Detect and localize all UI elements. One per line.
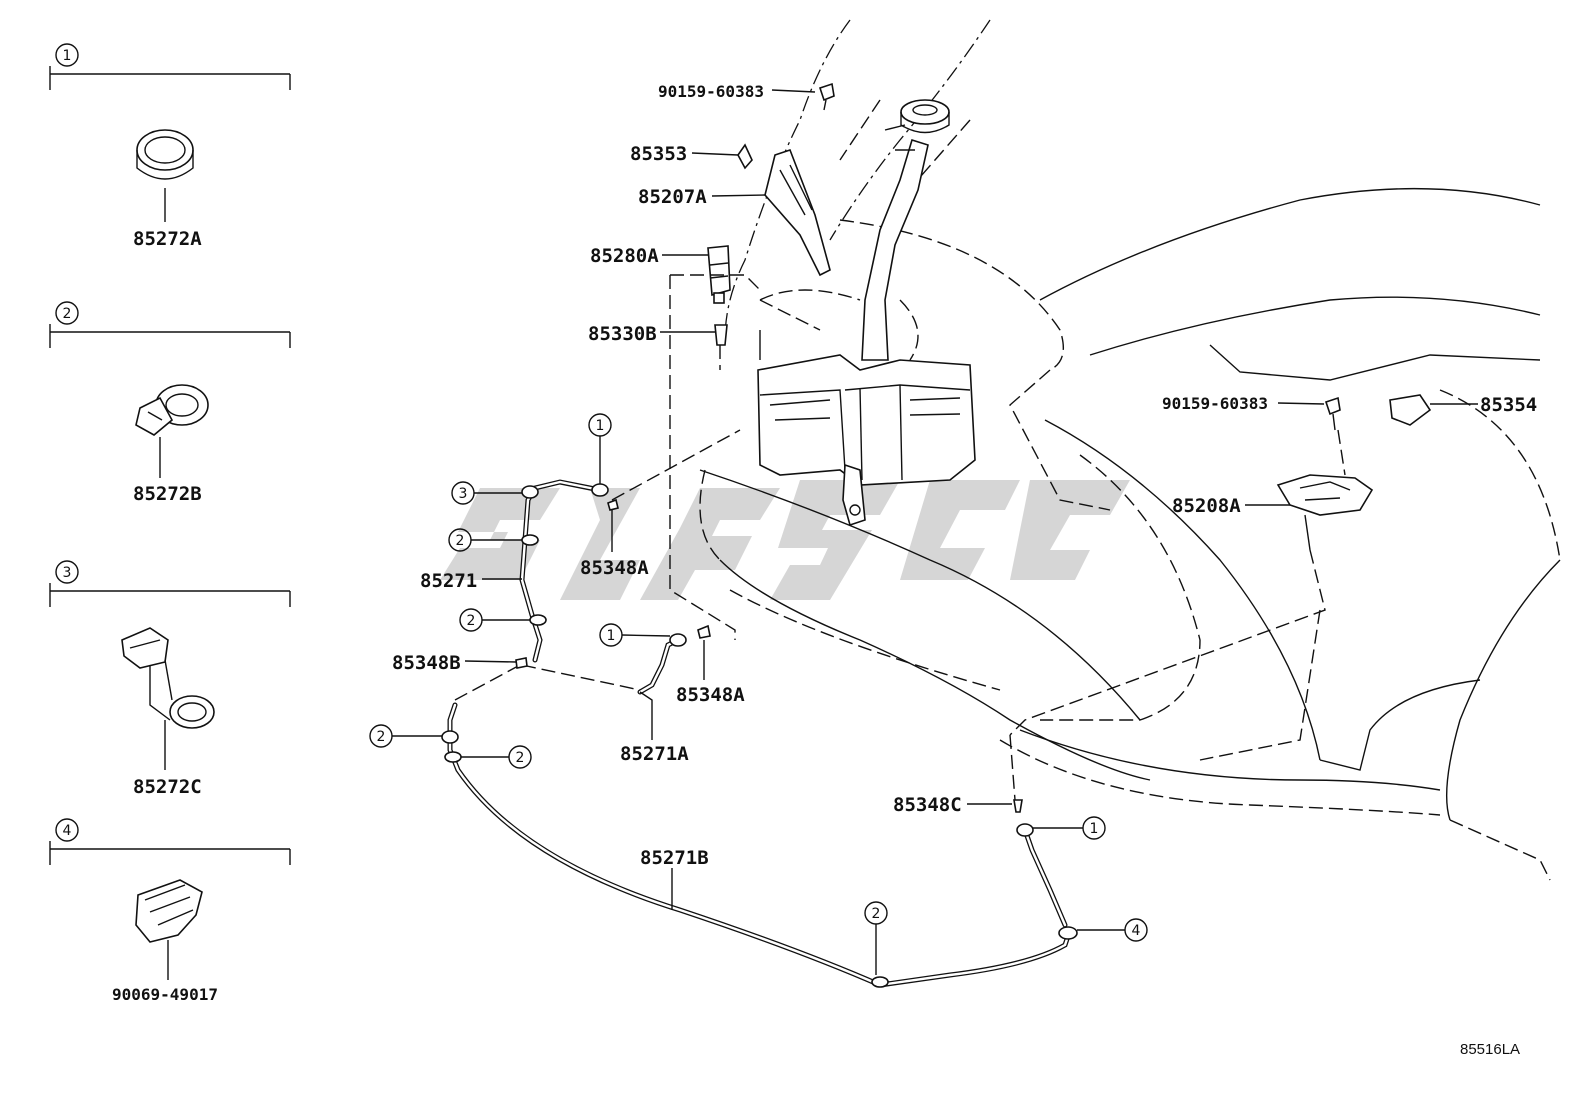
svg-text:2: 2 [377,729,386,745]
label-joint-a1: 85348A [580,557,649,579]
svg-text:3: 3 [459,486,468,502]
label-nozzle-cover: 85354 [1480,394,1537,416]
callout-3: 3 [451,481,522,505]
hose-right-segment [1022,827,1068,928]
svg-text:1: 1 [1090,821,1099,837]
label-hose-a: 85271A [620,743,689,765]
legend-clip-2: 2 85272B [49,301,291,505]
label-pump: 85280A [590,245,659,267]
bracket-clip [737,143,753,170]
inlet-bracket [764,148,831,277]
legend-num-3: 3 [63,565,72,581]
label-hose: 85271 [420,570,477,592]
callout-2-lower: 2 [461,745,532,769]
svg-text:1: 1 [607,628,616,644]
filler-neck [861,99,950,361]
washer-nozzle [1276,474,1374,551]
svg-text:2: 2 [456,533,465,549]
callout-4: 4 [1077,918,1148,942]
pump-grommet [714,324,728,346]
legend-num-4: 4 [63,823,72,839]
label-joint-c: 85348C [893,794,962,816]
vehicle-body-outline [699,19,1561,881]
hose-clips [441,483,1078,988]
callout-2-upper: 2 [448,528,522,552]
legend-clip-4: 4 90069-49017 [49,818,291,1004]
svg-text:4: 4 [1132,923,1141,939]
watermark-logo [440,480,1130,600]
legend-clip-3: 3 85272C [49,560,291,798]
label-nozzle: 85208A [1172,495,1241,517]
svg-text:1: 1 [596,418,605,434]
clamp-icon [135,384,209,436]
hose-clamp-icon [121,627,215,729]
clip-ring-icon [136,129,194,180]
callout-2-left: 2 [369,724,442,748]
label-inlet-bracket: 85207A [638,186,707,208]
callout-1-right: 1 [1033,816,1106,840]
callout-1-middle: 1 [599,623,671,647]
legend-part-3: 85272C [133,776,202,798]
legend-clip-1: 1 85272A [49,43,291,250]
label-screw-right: 90159-60383 [1162,394,1268,413]
connector-icon [135,879,203,943]
hose-85271B [447,702,1073,988]
washer-pump [707,245,731,304]
callout-2-bottom: 2 [864,901,888,975]
callout-2-middle: 2 [459,608,530,632]
callout-1-top: 1 [588,413,612,484]
legend-part-4: 90069-49017 [112,985,218,1004]
legend-part-1: 85272A [133,228,202,250]
hose-85271A [637,637,681,695]
washer-tank [757,354,976,527]
label-grommet: 85330B [588,323,657,345]
nozzle-cover [1389,394,1432,426]
label-bracket: 85353 [630,143,687,165]
screw-right-icon [1324,396,1341,431]
svg-text:2: 2 [467,613,476,629]
legend-part-2: 85272B [133,483,202,505]
legend-num-1: 1 [63,48,72,64]
joint-icons [515,498,1023,813]
svg-text:2: 2 [516,750,525,766]
screw-top-icon [818,82,835,111]
label-joint-b: 85348B [392,652,461,674]
diagram-code: 85516LA [1460,1041,1520,1058]
svg-text:2: 2 [872,906,881,922]
label-joint-a2: 85348A [676,684,745,706]
label-screw-top: 90159-60383 [658,82,764,101]
legend-num-2: 2 [63,306,72,322]
label-hose-b: 85271B [640,847,709,869]
